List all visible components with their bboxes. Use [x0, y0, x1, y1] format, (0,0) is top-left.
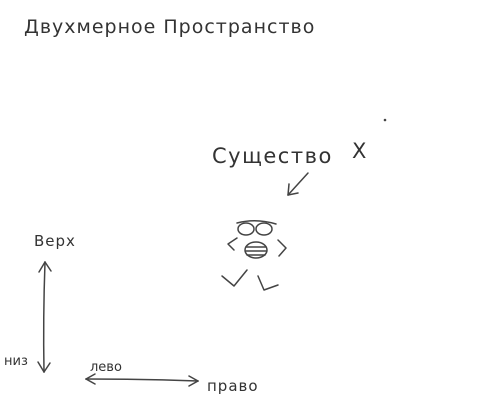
creature-mark: X — [352, 139, 368, 163]
ink-dot — [383, 118, 387, 122]
creature-doodle — [221, 220, 287, 291]
axis-label-top: Верх — [34, 232, 76, 250]
vertical-axis-arrow — [37, 261, 52, 373]
creature-label: Существо — [212, 144, 333, 168]
axis-label-left: лево — [90, 360, 122, 375]
creature-pointer-arrow — [287, 172, 309, 196]
axis-label-right: право — [207, 377, 259, 395]
diagram-title: Двухмерное Пространство — [24, 16, 315, 38]
creature-body — [244, 241, 268, 259]
creature-eyes — [236, 220, 277, 236]
creature-arms — [227, 237, 287, 257]
creature-legs — [221, 269, 279, 291]
axis-label-bottom: низ — [4, 354, 28, 369]
horizontal-axis-arrow — [85, 373, 199, 387]
